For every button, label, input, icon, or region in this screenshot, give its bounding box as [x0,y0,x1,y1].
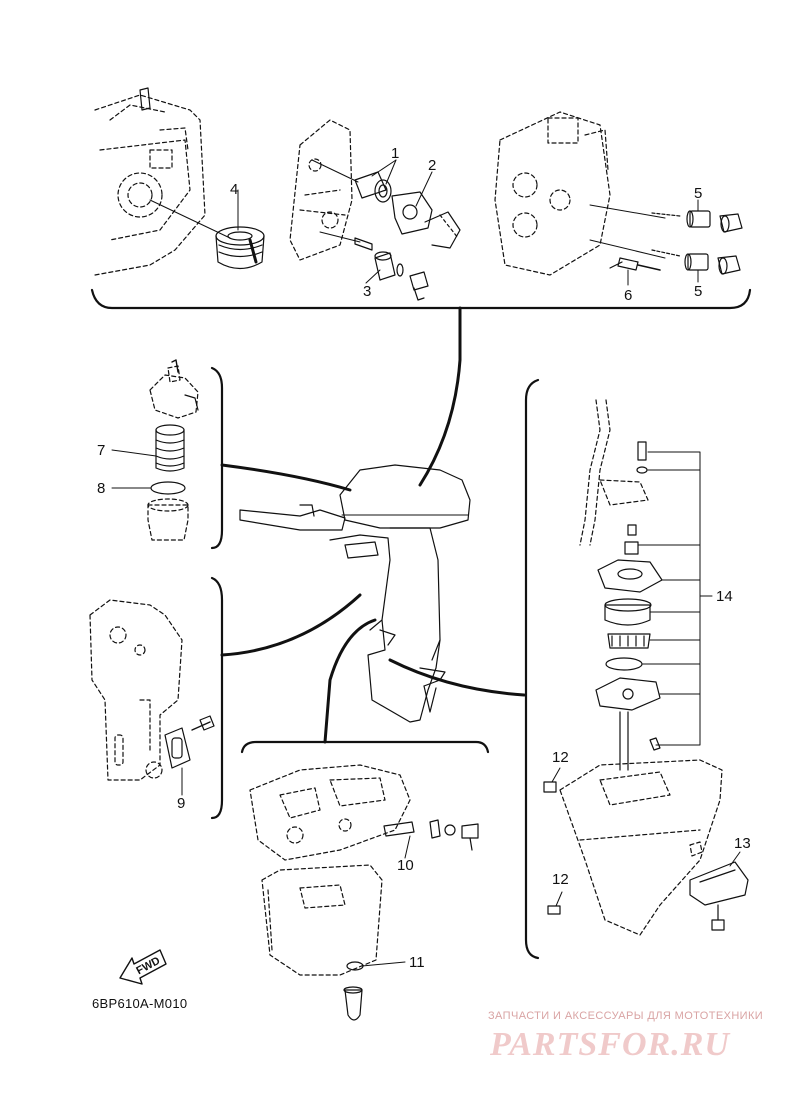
callout-8: 8 [97,480,105,497]
thermostat-assembly [354,171,461,249]
leader-lines-14 [637,451,713,746]
fwd-arrow-icon [119,949,167,985]
callout-5-upper: 5 [694,185,702,202]
watermark-logo: PARTSFOR.RU [490,1026,730,1063]
drain-plug [343,961,364,1021]
bracket-anode [164,715,215,769]
callout-2: 2 [428,157,436,174]
callout-14: 14 [716,588,733,605]
thermostat-cover-dashed [147,498,189,541]
leader-lines-top [237,159,699,286]
anode-lower [651,249,741,275]
lower-anode-group [383,819,479,851]
swivel-bracket [89,599,183,781]
oil-pipe-icon [139,87,151,111]
watermark-tagline: ЗАПЧАСТИ И АКСЕССУАРЫ ДЛЯ МОТОТЕХНИКИ [488,1010,764,1022]
callout-7: 7 [97,442,105,459]
pump-bracket [599,479,649,506]
callout-13: 13 [734,835,751,852]
cooling-housing [149,365,199,419]
upper-casing [249,764,411,861]
gearcase [559,759,723,936]
callout-5-lower: 5 [694,283,702,300]
engine-block-middle [289,119,353,261]
water-pump-kit [595,524,663,751]
o-ring [150,481,186,495]
oil-filter [215,226,265,270]
anode-upper [651,210,743,233]
temperature-sensor [609,257,661,271]
callout-12-upper: 12 [552,749,569,766]
bolt-lower [547,905,561,915]
right-panel [524,378,749,960]
callout-11: 11 [409,954,425,971]
thermostat-spring [155,424,185,472]
engine-block-left [94,94,206,276]
drawing-code: 6BP610A-M010 [92,996,188,1011]
oil-pan [261,864,383,976]
water-tube [579,399,611,546]
callout-6: 6 [624,287,632,304]
cylinder-head [494,111,611,276]
connector-lines [220,463,526,744]
left-top-panel [111,359,224,550]
bolt-upper [543,781,557,793]
top-panel [90,87,752,487]
bottom-middle-panel [240,740,490,1021]
pump-bolt [636,441,648,474]
thermostat-cover [319,231,429,301]
callout-12-lower: 12 [552,871,569,888]
callout-3: 3 [363,283,371,300]
callout-labels: 1 2 3 4 5 5 6 7 8 9 10 11 12 12 13 14 FW… [97,145,751,977]
left-bottom-panel [89,576,224,820]
trim-anode [689,861,749,906]
outboard-motor [239,464,471,723]
callout-10: 10 [397,857,414,874]
callout-1: 1 [391,145,399,162]
callout-4: 4 [230,181,238,198]
callout-9: 9 [177,795,185,812]
